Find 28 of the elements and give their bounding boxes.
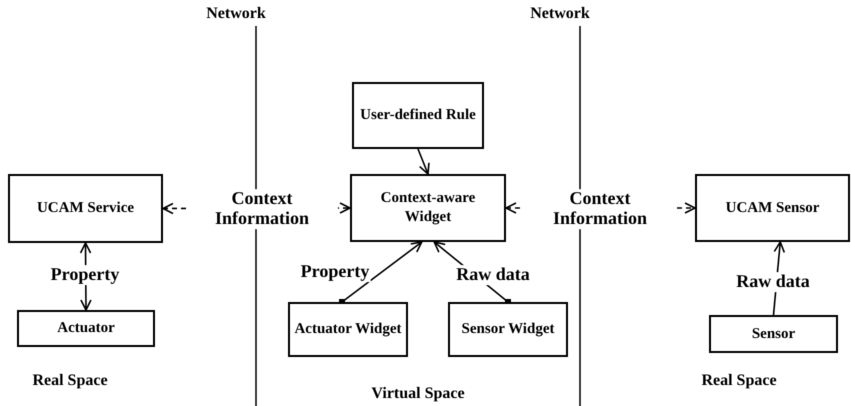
box-label: UCAM Service xyxy=(36,199,136,218)
box-label: UCAM Sensor xyxy=(724,198,820,218)
box-label: User-defined Rule xyxy=(359,106,477,125)
process-box xyxy=(448,302,568,357)
arrow xyxy=(339,241,423,305)
process-box xyxy=(695,174,850,242)
network-label: Network xyxy=(530,5,590,23)
box-label: Actuator Widget xyxy=(293,320,403,339)
process-box xyxy=(288,302,408,357)
process-box xyxy=(17,310,155,347)
space-label: Real Space xyxy=(701,372,777,390)
box-label: Sensor Widget xyxy=(460,320,556,339)
process-box xyxy=(350,174,506,242)
process-box xyxy=(8,174,163,243)
space-label: Real Space xyxy=(32,372,108,390)
space-label: Virtual Space xyxy=(371,385,465,403)
box-label: Actuator xyxy=(56,319,116,338)
edge-label: Property xyxy=(50,265,120,285)
edge-label: Property xyxy=(300,262,370,282)
box-label: Sensor xyxy=(750,324,796,344)
edge-label: Raw data xyxy=(735,272,811,292)
box-label: Context-aware Widget xyxy=(380,189,476,227)
arrow xyxy=(417,148,430,175)
process-box xyxy=(709,315,838,353)
network-label: Network xyxy=(206,5,266,23)
process-box xyxy=(352,82,484,149)
edge-label: Raw data xyxy=(455,265,531,285)
edge-label: Context Information xyxy=(524,189,676,229)
